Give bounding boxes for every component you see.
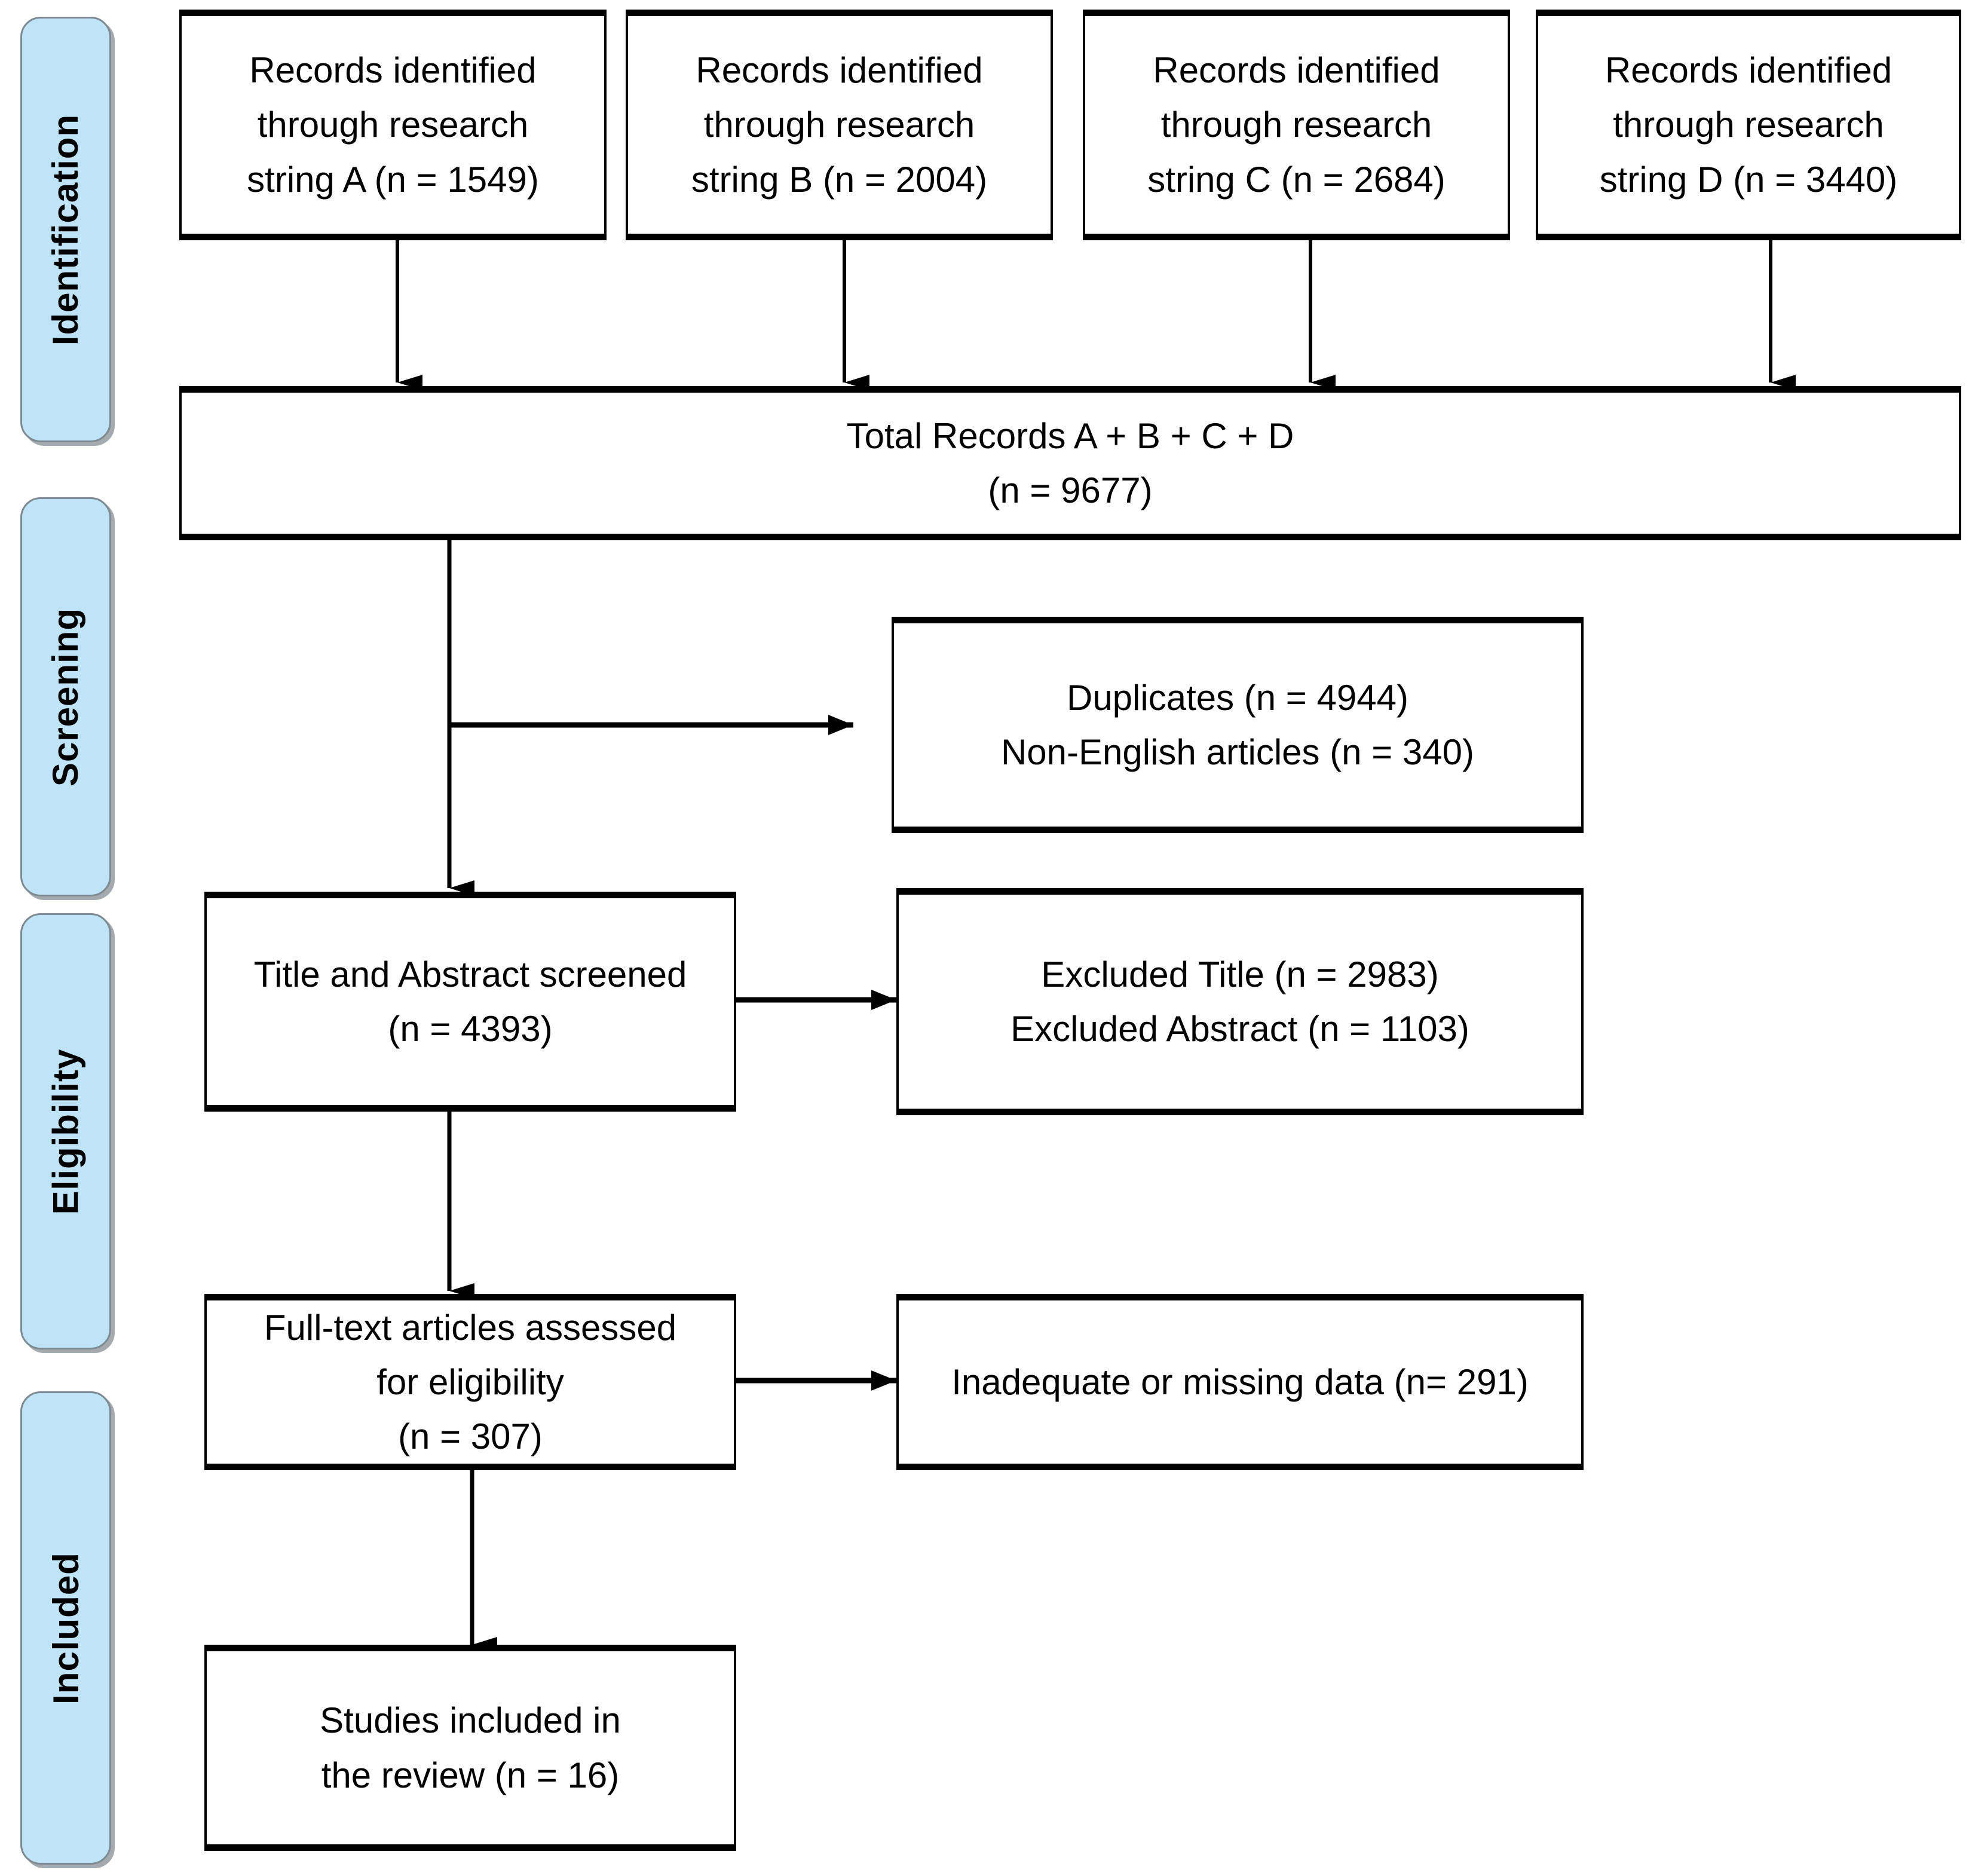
stage-pill-identification: Identification <box>20 17 111 442</box>
stage-pill-screening: Screening <box>20 497 111 896</box>
box-full-text-assessed-text: Full-text articles assessed for eligibil… <box>264 1307 677 1457</box>
box-excluded-title-abstract-text: Excluded Title (n = 2983) Excluded Abstr… <box>1010 954 1469 1049</box>
box-excluded-title-abstract: Excluded Title (n = 2983) Excluded Abstr… <box>896 888 1584 1115</box>
box-studies-included: Studies included in the review (n = 16) <box>204 1645 736 1851</box>
stage-pill-included: Included <box>20 1391 111 1865</box>
box-full-text-assessed: Full-text articles assessed for eligibil… <box>204 1294 736 1470</box>
stage-pill-eligibility: Eligibility <box>20 913 111 1349</box>
box-records-string-c-text: Records identified through research stri… <box>1147 50 1446 200</box>
stage-label-identification: Identification <box>45 114 86 345</box>
box-records-string-a: Records identified through research stri… <box>179 10 607 240</box>
stage-label-included: Included <box>45 1551 86 1704</box>
box-title-abstract-screened-text: Title and Abstract screened (n = 4393) <box>253 954 687 1049</box>
stage-label-eligibility: Eligibility <box>45 1048 86 1214</box>
box-records-string-c: Records identified through research stri… <box>1083 10 1510 240</box>
box-records-string-a-text: Records identified through research stri… <box>247 50 539 200</box>
box-records-string-d: Records identified through research stri… <box>1536 10 1961 240</box>
box-inadequate-missing-data: Inadequate or missing data (n= 291) <box>896 1294 1584 1470</box>
connector-total-to-screening <box>447 539 853 896</box>
box-records-string-b: Records identified through research stri… <box>626 10 1053 240</box>
box-title-abstract-screened: Title and Abstract screened (n = 4393) <box>204 892 736 1112</box>
box-duplicates-non-english-text: Duplicates (n = 4944) Non-English articl… <box>1000 677 1475 772</box>
box-duplicates-non-english: Duplicates (n = 4944) Non-English articl… <box>892 617 1584 833</box>
box-records-string-b-text: Records identified through research stri… <box>691 50 988 200</box>
box-total-records: Total Records A + B + C + D (n = 9677) <box>179 386 1961 540</box>
stage-label-screening: Screening <box>45 607 86 786</box>
box-inadequate-missing-data-text: Inadequate or missing data (n= 291) <box>951 1361 1529 1402</box>
box-studies-included-text: Studies included in the review (n = 16) <box>320 1700 621 1795</box>
box-records-string-d-text: Records identified through research stri… <box>1599 50 1898 200</box>
box-total-records-text: Total Records A + B + C + D (n = 9677) <box>846 415 1294 510</box>
